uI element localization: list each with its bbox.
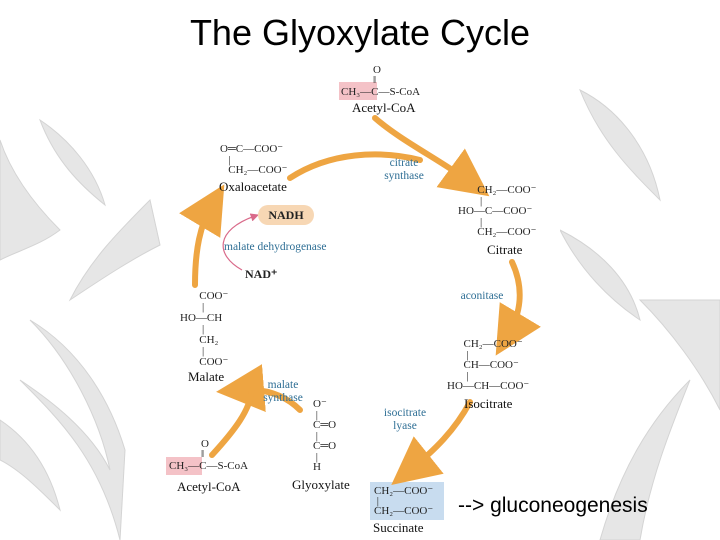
citrate-line2: | — [458, 195, 483, 207]
glyoxylate-line2: | — [313, 409, 318, 421]
isocitrate-line2: | — [447, 349, 469, 361]
arrow-nadh-loop — [222, 213, 259, 271]
glyoxylate-line3: C═O — [313, 419, 337, 431]
citrate-line5: CH₂—COO⁻ — [458, 226, 537, 238]
arrow-isocitrate-to-succinate — [391, 399, 473, 485]
acetyl-coa-top-highlight — [339, 82, 377, 100]
arrow-oxaloacetate-to-citrate — [287, 151, 423, 181]
isocitrate-line3: CH—COO⁻ — [447, 359, 519, 371]
oxaloacetate-line3: CH₂—COO⁻ — [220, 164, 288, 176]
enzyme-malate-dehydrogenase: malate dehydrogenase — [224, 241, 327, 253]
glyoxylate-line1: O⁻ — [313, 398, 327, 410]
glyoxylate-label: Glyoxylate — [292, 477, 350, 492]
isocitrate-label: Isocitrate — [464, 396, 513, 411]
glyoxylate-line7: H — [313, 461, 321, 473]
malate-line6: | — [180, 345, 205, 357]
isocitrate-line5: HO—CH—COO⁻ — [447, 380, 530, 392]
glyoxylate-line5: C═O — [313, 440, 337, 452]
malate-label: Malate — [188, 369, 225, 384]
malate-line1: COO⁻ — [180, 290, 229, 302]
acetyl-coa-top-o: O — [373, 64, 381, 76]
glyoxylate-line6: | — [313, 451, 318, 463]
enzyme-isocitrate-lyase: isocitrate lyase — [383, 407, 427, 432]
arrow-malate-to-oxaloacetate — [179, 184, 225, 288]
arrow-acetylcoa-to-malate — [209, 387, 255, 458]
citrate-line3: HO—C—COO⁻ — [458, 205, 533, 217]
enzyme-malate-synthase: malate synthase — [263, 379, 303, 404]
acetyl-coa-bottom-highlight — [166, 457, 202, 475]
glyoxylate-line4: | — [313, 430, 318, 442]
malate-line4: | — [180, 323, 205, 335]
arrow-acetylcoa-to-citrate — [372, 115, 490, 197]
slide-title: The Glyoxylate Cycle — [189, 12, 531, 53]
nadh-badge: NADH — [258, 205, 314, 225]
citrate-line4: | — [458, 216, 483, 228]
succinate-line3: CH₂—COO⁻ — [374, 505, 434, 517]
acetyl-coa-top-label: Acetyl-CoA — [352, 100, 416, 115]
malate-line5: CH₂ — [180, 334, 219, 346]
enzyme-citrate-synthase: citrate synthase — [384, 157, 424, 182]
oxaloacetate-line2: | — [220, 154, 231, 166]
malate-line2: | — [180, 301, 205, 313]
isocitrate-line4: | — [447, 370, 469, 382]
succinate-line2: | — [374, 495, 379, 507]
acetyl-coa-top-bond: ‖ — [373, 74, 377, 86]
citrate-label: Citrate — [487, 242, 523, 257]
acetyl-coa-bottom-formula: CH₃—C—S-CoA — [169, 460, 249, 472]
arrow-citrate-to-isocitrate — [495, 259, 541, 356]
diagram-panel — [163, 60, 560, 540]
succinate-label: Succinate — [373, 520, 424, 535]
acetyl-coa-bottom-label: Acetyl-CoA — [177, 479, 241, 494]
enzyme-aconitase: aconitase — [460, 290, 504, 302]
arrow-glyoxylate-to-malate — [216, 364, 303, 413]
succinate-line1: CH₂—COO⁻ — [374, 485, 434, 497]
gluconeogenesis-note: --> gluconeogenesis — [458, 494, 648, 517]
malate-line7: COO⁻ — [180, 356, 229, 368]
succinate-highlight — [370, 482, 444, 520]
acetyl-coa-top-formula: CH₃—C—S-CoA — [341, 86, 421, 98]
acetyl-coa-bottom-bond: ‖ — [201, 448, 205, 460]
acetyl-coa-bottom-o: O — [201, 438, 209, 450]
malate-line3: HO—CH — [180, 312, 223, 324]
oxaloacetate-label: Oxaloacetate — [219, 179, 287, 194]
nad-label: NAD⁺ — [245, 267, 278, 281]
isocitrate-line1: CH₂—COO⁻ — [447, 338, 523, 350]
oxaloacetate-line1: O═C—COO⁻ — [220, 143, 284, 155]
citrate-line1: CH₂—COO⁻ — [458, 184, 537, 196]
